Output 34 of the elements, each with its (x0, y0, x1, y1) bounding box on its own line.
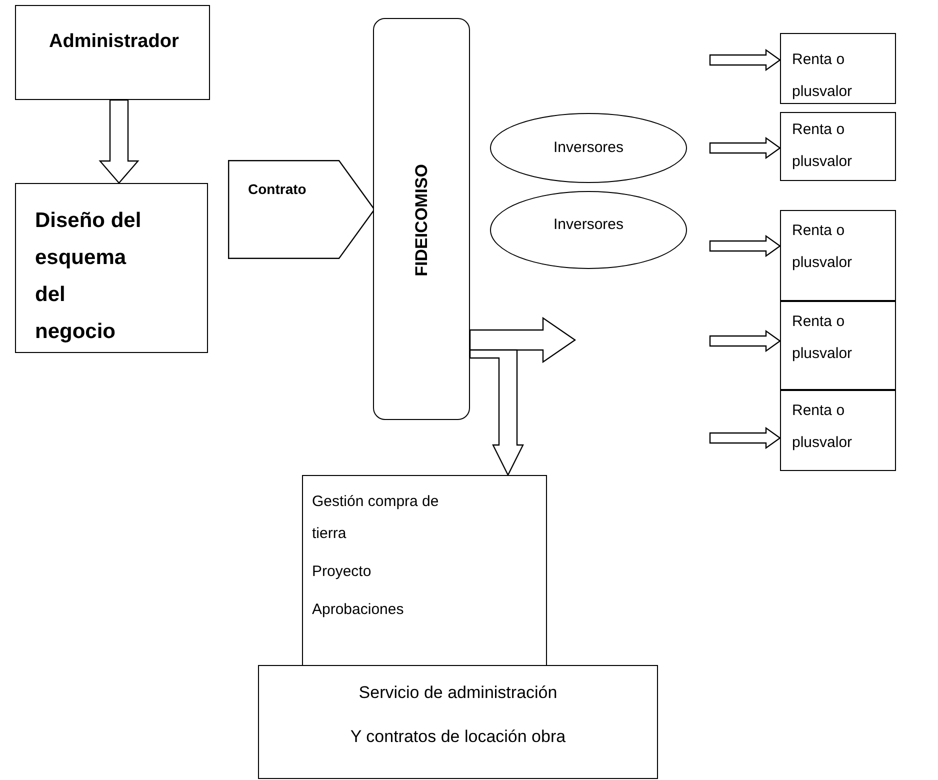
block-arrow (709, 48, 782, 72)
block-arrow (709, 426, 782, 450)
process-box (15, 5, 210, 100)
block-arrow (469, 316, 576, 364)
node-label: Renta o plusvalor (792, 50, 854, 102)
node-label: Renta o plusvalor (792, 120, 854, 172)
process-box (780, 210, 896, 301)
contract-pentagon (228, 160, 375, 259)
block-arrow (709, 136, 782, 160)
node-label: Gestión compra de tierra (312, 492, 440, 544)
node-label: Renta o plusvalor (792, 401, 854, 453)
node-label: Aprobaciones (312, 600, 404, 620)
process-box (780, 112, 896, 181)
node-label: Proyecto (312, 562, 372, 582)
block-arrow (709, 330, 782, 352)
node-label: Diseño del esquema del negocio (35, 208, 142, 345)
process-box (15, 183, 208, 353)
block-arrow (98, 99, 140, 184)
block-arrow (469, 349, 524, 476)
node-label: Renta o plusvalor (792, 221, 854, 273)
node-label: Contrato (248, 180, 306, 199)
node-label: Servicio de administración (358, 682, 558, 704)
process-box (258, 665, 658, 779)
process-box (780, 301, 896, 390)
node-label: FIDEICOMISO (410, 164, 432, 276)
block-arrow (709, 234, 782, 258)
process-box (780, 390, 896, 471)
process-box (780, 33, 896, 104)
node-label: Administrador (49, 30, 179, 54)
node-label: Inversores (553, 138, 624, 158)
node-label: Renta o plusvalor (792, 312, 854, 364)
process-box (302, 475, 547, 666)
node-label: Inversores (553, 215, 624, 235)
node-label: Y contratos de locación obra (350, 726, 566, 748)
